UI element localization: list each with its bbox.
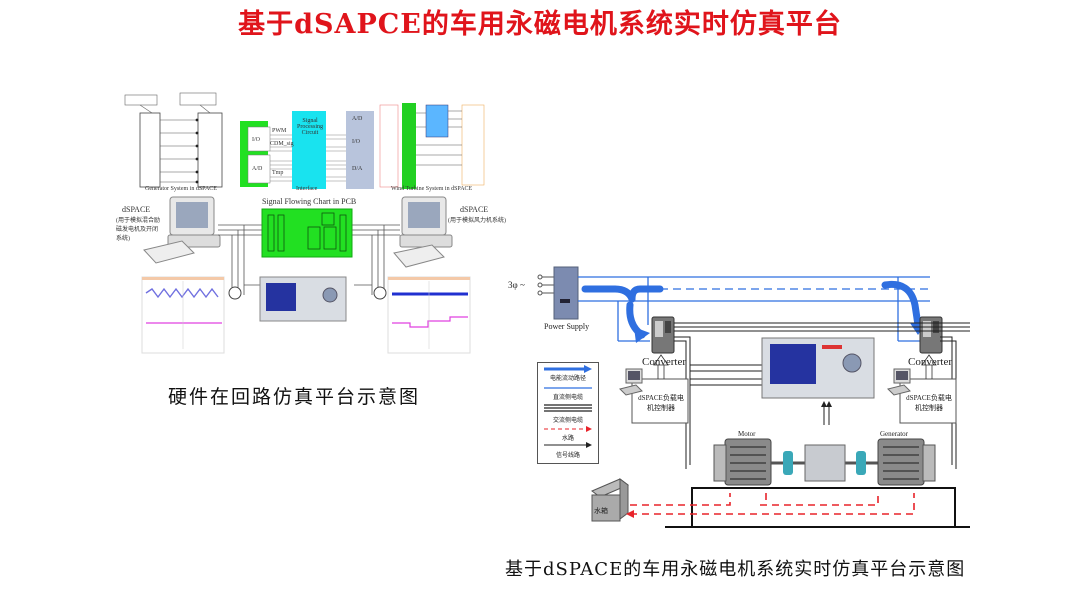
left-waveform-panel <box>141 276 225 354</box>
pcb-board <box>261 208 353 258</box>
realtime-platform-diagram <box>537 266 970 528</box>
right-figure-caption: 基于dSPACE的车用永磁电机系统实时仿真平台示意图 <box>505 559 966 580</box>
three-phase-source-label: 3φ ~ <box>508 280 525 290</box>
legend-signal: 信号线路 <box>555 453 580 459</box>
ac-source-left-icon <box>228 286 242 300</box>
signal-processing-label: Signal Processing Circuit <box>297 118 323 136</box>
legend-dc-cable: 直流侧电缆 <box>552 395 583 401</box>
interface-right-block <box>346 111 374 189</box>
water-tank-label: 水箱 <box>594 507 608 515</box>
interface-port-io-right: I/O <box>352 139 360 145</box>
controller-right-label: dSPACE负载电机控制器 <box>906 394 952 412</box>
pcb-label: Signal Flowing Chart in PCB <box>262 197 357 206</box>
water-tank <box>591 478 629 522</box>
energy-flow-symbol <box>584 365 592 373</box>
converter-left <box>651 316 675 354</box>
power-supply-cabinet <box>553 266 579 320</box>
signal-tmp: Tmp <box>272 170 284 176</box>
legend-ac-cable: 交流侧电缆 <box>552 418 583 424</box>
wind-panel-label: Wind Turbine System in dSPACE <box>391 186 473 192</box>
power-analyzer-left <box>259 276 347 322</box>
generator <box>877 438 936 486</box>
pc-icon-right <box>887 368 911 396</box>
legend-symbols <box>544 365 592 448</box>
legend-water: 水路 <box>561 436 574 442</box>
generator-panel-label: Generator System in dSPACE <box>145 186 217 192</box>
page-title: 基于dSAPCE的车用永磁电机系统实时仿真平台 <box>238 9 842 40</box>
right-waveform-panel <box>387 276 471 354</box>
signal-pwm: PWM <box>272 128 287 134</box>
converter-left-label: Converter <box>642 356 686 368</box>
pc-icon-left <box>619 368 643 396</box>
signal-processing-block <box>292 111 326 189</box>
interface-port-io: I/O <box>252 137 260 143</box>
motor <box>713 438 772 486</box>
interface-port-ad-right: A/D <box>352 116 363 122</box>
signal-cdm: CDM_sig <box>270 141 294 147</box>
test-bench <box>665 487 970 528</box>
wind-turbine-schematic <box>379 103 485 189</box>
interface-label: Interface <box>296 186 318 192</box>
coupling-and-torque-sensor <box>771 444 895 482</box>
controller-left-label: dSPACE负载电机控制器 <box>638 394 684 412</box>
energy-flow-arrows <box>581 280 922 339</box>
power-supply-label: Power Supply <box>544 322 590 331</box>
power-analyzer <box>761 337 875 399</box>
right-pc-icon <box>393 196 453 268</box>
legend-box: 电能流动路径 直流侧电缆 交流侧电缆 水路 信号线路 <box>537 362 599 464</box>
converter-right <box>919 316 943 354</box>
controller-box-left <box>631 378 689 424</box>
motor-label: Motor <box>738 430 756 438</box>
ac-cable-symbol <box>544 404 592 412</box>
controller-box-right <box>899 378 957 424</box>
left-pc-subtitle: (用于模拟混合励磁发电机及开闭系统) <box>116 218 160 242</box>
right-pc-subtitle: (用于模拟风力机系统) <box>448 218 506 224</box>
left-pc-icon <box>143 196 221 264</box>
converter-right-label: Converter <box>908 356 952 368</box>
interface-port-da-right: D/A <box>352 166 363 172</box>
generator-label: Generator <box>880 430 908 438</box>
legend-energy-flow: 电能流动路径 <box>549 376 586 382</box>
generator-schematic <box>124 92 223 188</box>
left-figure-caption: 硬件在回路仿真平台示意图 <box>168 386 421 408</box>
interface-port-ad: A/D <box>252 166 263 172</box>
ac-source-right-icon <box>373 286 387 300</box>
hil-platform-diagram <box>124 92 485 354</box>
right-pc-title: dSPACE <box>460 205 489 214</box>
left-pc-title: dSPACE <box>122 205 151 214</box>
